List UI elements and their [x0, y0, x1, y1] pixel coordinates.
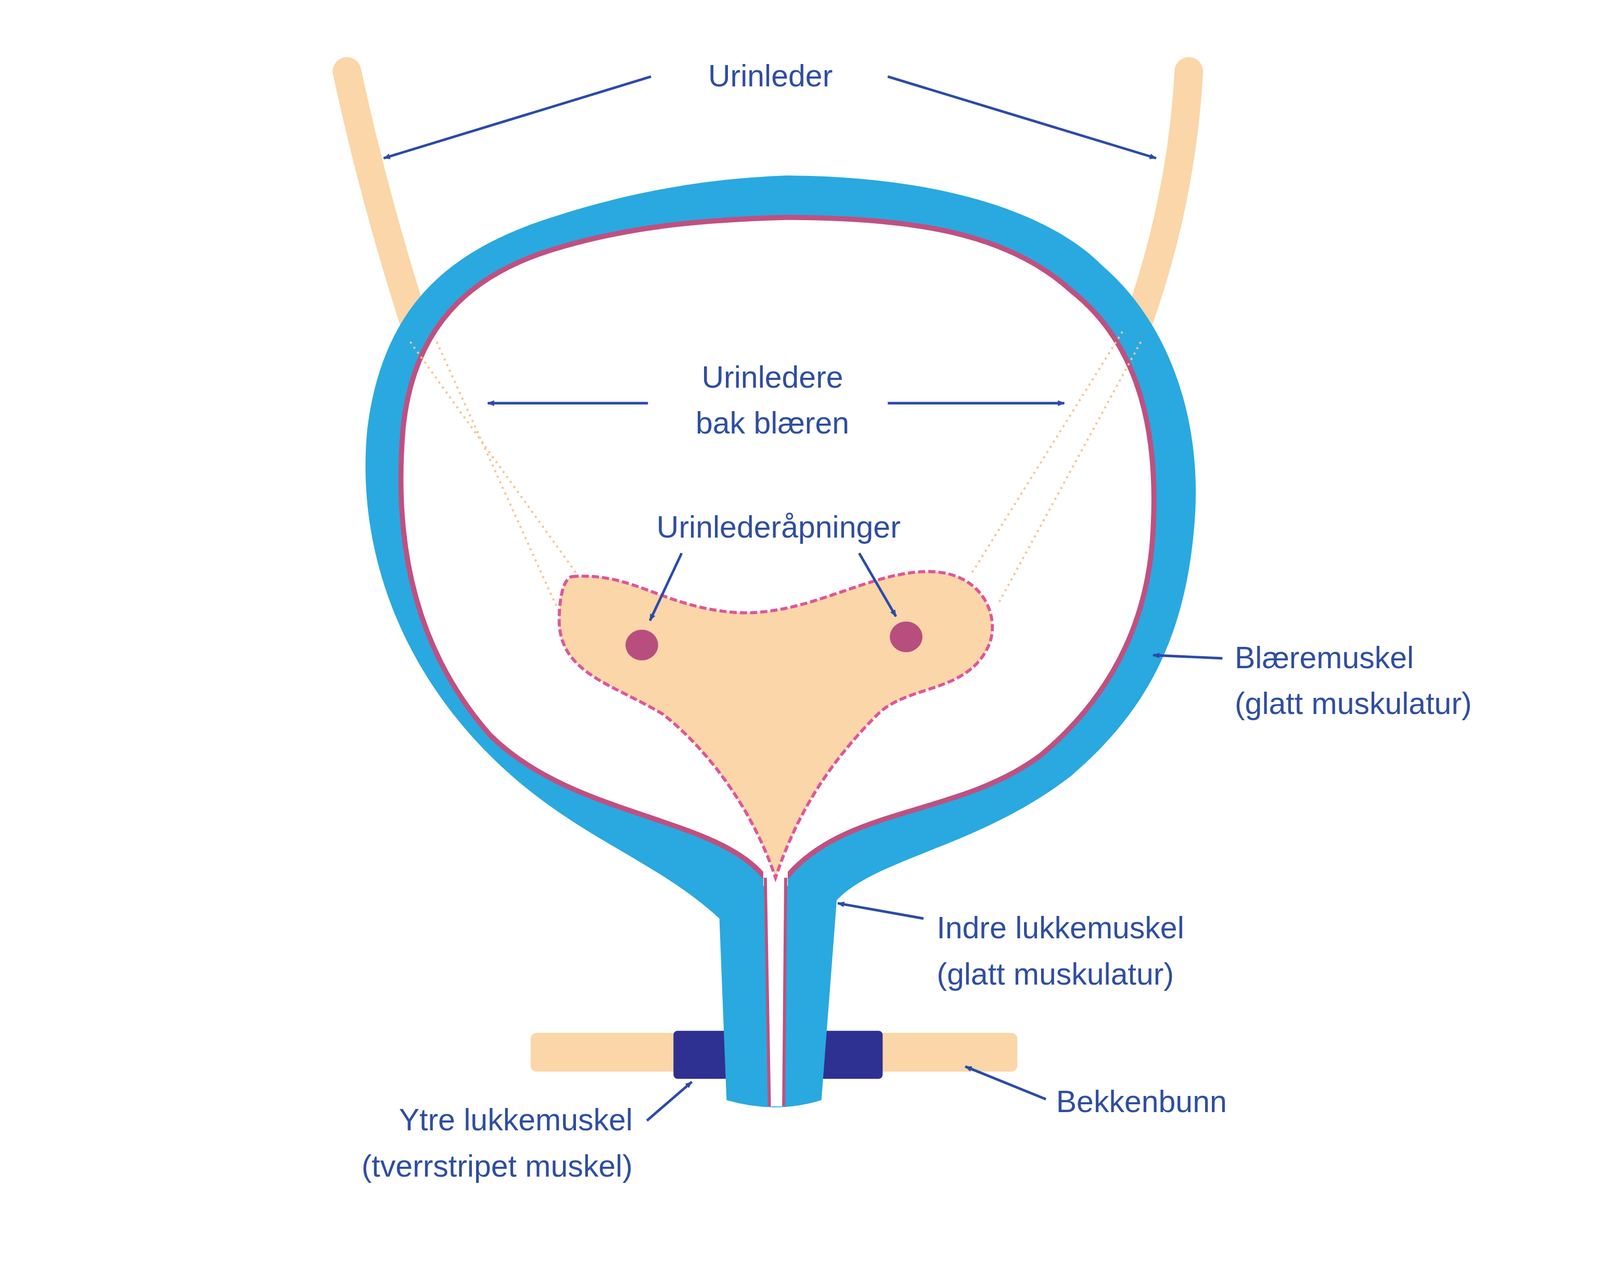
bladder-muscle [365, 175, 1196, 1107]
part-label: Indre lukkemuskel (glatt muskulatur) [936, 904, 1187, 997]
ureter [347, 71, 421, 342]
ureter-opening [889, 621, 923, 652]
urethra [765, 877, 786, 1107]
leader-line [383, 76, 1223, 1121]
ureter-behind [410, 331, 1141, 612]
part-label: Urinlederåpninger [655, 504, 902, 551]
urethra-lining [765, 877, 786, 1107]
part-label: Urinleder [707, 53, 835, 100]
trigone [559, 571, 993, 878]
part-label: Urinledere bak blæren [694, 354, 851, 447]
ureter [1134, 71, 1189, 332]
part-label: Blæremuskel (glatt muskulatur) [1234, 634, 1475, 727]
part-label: Bekkenbunn [1056, 1078, 1230, 1125]
ureter-opening [625, 629, 659, 661]
part-label: Ytre lukkemuskel (tverrstripet muskel) [359, 1096, 633, 1189]
